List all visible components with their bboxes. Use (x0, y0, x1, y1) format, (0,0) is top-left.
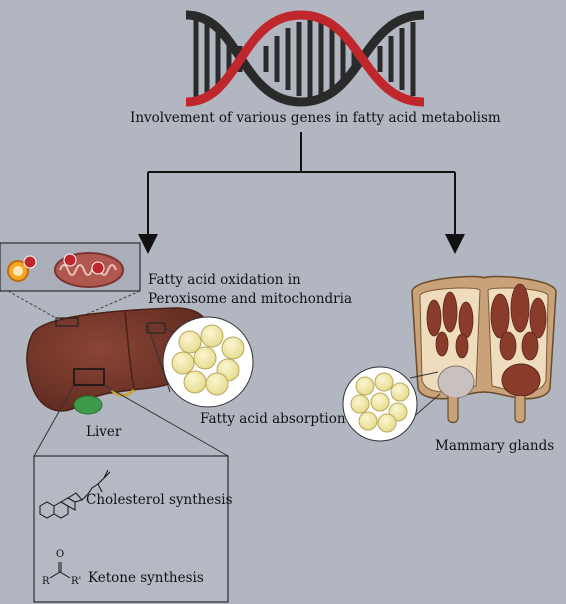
label-mammary: Mammary glands (435, 438, 555, 454)
label-liver: Liver (86, 424, 122, 440)
fat-cell-cluster-icon (162, 316, 254, 408)
chem-r-label: R (42, 576, 50, 587)
zoom-line (409, 371, 439, 379)
label-ketone: Ketone synthesis (88, 570, 204, 586)
organelle-inset (0, 242, 141, 292)
diagram-title: Involvement of various genes in fatty ac… (130, 110, 501, 126)
connector-lines (138, 132, 465, 254)
label-oxidation-line1: Fatty acid oxidation in (148, 272, 301, 288)
label-absorption: Fatty acid absorption (200, 411, 346, 427)
zoom-line (146, 322, 171, 393)
label-oxidation-line2: Peroxisome and mitochondria (148, 291, 353, 307)
mammary-gland-icon (411, 275, 557, 424)
liver-icon (26, 307, 209, 415)
fat-cell-cluster-icon (342, 366, 418, 442)
zoom-line (7, 290, 57, 319)
cholesterol-structure-icon (39, 469, 111, 519)
mitochondrion-icon (54, 252, 124, 288)
ketone-structure-icon (49, 562, 71, 579)
dna-helix-icon (185, 10, 425, 107)
synthesis-inset (33, 455, 229, 603)
peroxisome-icon (7, 255, 37, 282)
zoom-line (33, 384, 75, 457)
zoom-line (103, 384, 229, 457)
label-cholesterol: Cholesterol synthesis (86, 492, 233, 508)
chem-r-prime-label: R' (71, 576, 82, 587)
chem-o-label: O (56, 549, 65, 560)
zoom-line (77, 290, 141, 319)
